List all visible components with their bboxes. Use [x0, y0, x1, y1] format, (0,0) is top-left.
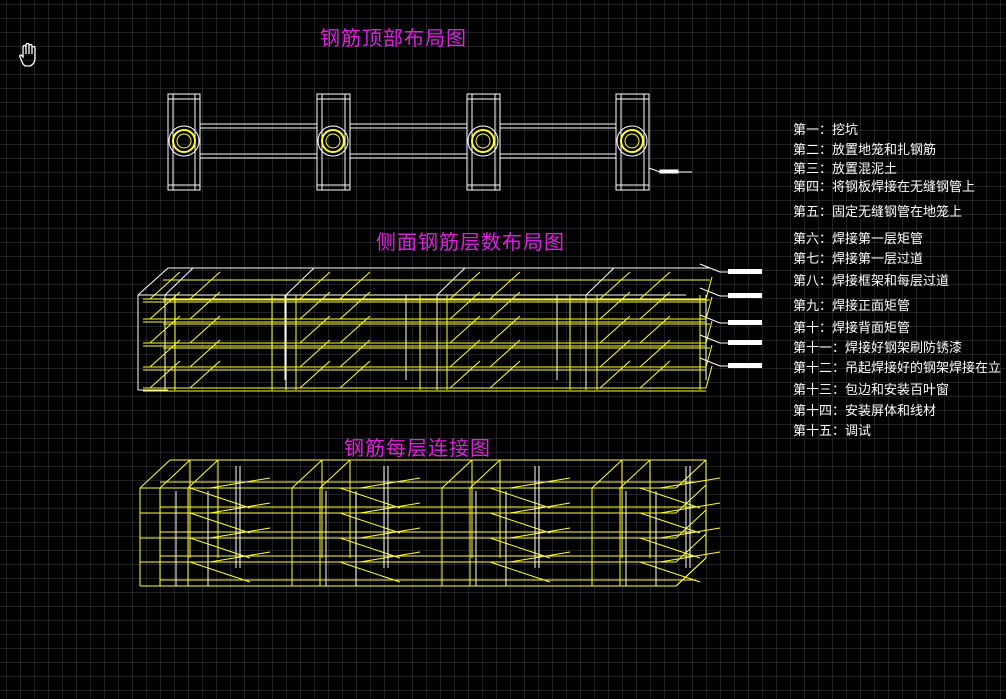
- step-item: 第八：焊接框架和每层过道: [793, 274, 950, 289]
- layer-connection-title: 钢筋每层连接图: [344, 436, 491, 460]
- step-item: 第十一：焊接好钢架刷防锈漆: [793, 341, 963, 356]
- step-item: 第四：将钢板焊接在无缝钢管上: [793, 180, 976, 195]
- step-item: 第三：放置混泥土: [793, 162, 898, 177]
- step-item: 第六：焊接第一层矩管: [793, 232, 924, 247]
- top-layout-title: 钢筋顶部布局图: [320, 26, 467, 50]
- side-layers-title: 侧面钢筋层数布局图: [376, 230, 565, 254]
- step-item: 第十：焊接背面矩管: [793, 321, 911, 336]
- hand-pan-icon[interactable]: [16, 42, 40, 68]
- step-item: 第二：放置地笼和扎钢筋: [793, 143, 937, 158]
- step-item: 第五：固定无缝钢管在地笼上: [793, 205, 963, 220]
- construction-steps-list: 第一：挖坑 第二：放置地笼和扎钢筋 第三：放置混泥土 第四：将钢板焊接在无缝钢管…: [793, 122, 1006, 452]
- step-item: 第十五：调试: [793, 424, 872, 439]
- step-item: 第十四：安装屏体和线材: [793, 404, 937, 419]
- step-item: 第十二：吊起焊接好的钢架焊接在立: [793, 361, 1002, 376]
- step-item: 第七：焊接第一层过道: [793, 252, 924, 267]
- step-item: 第九：焊接正面矩管: [793, 299, 911, 314]
- step-item: 第十三：包边和安装百叶窗: [793, 383, 950, 398]
- step-item: 第一：挖坑: [793, 123, 859, 138]
